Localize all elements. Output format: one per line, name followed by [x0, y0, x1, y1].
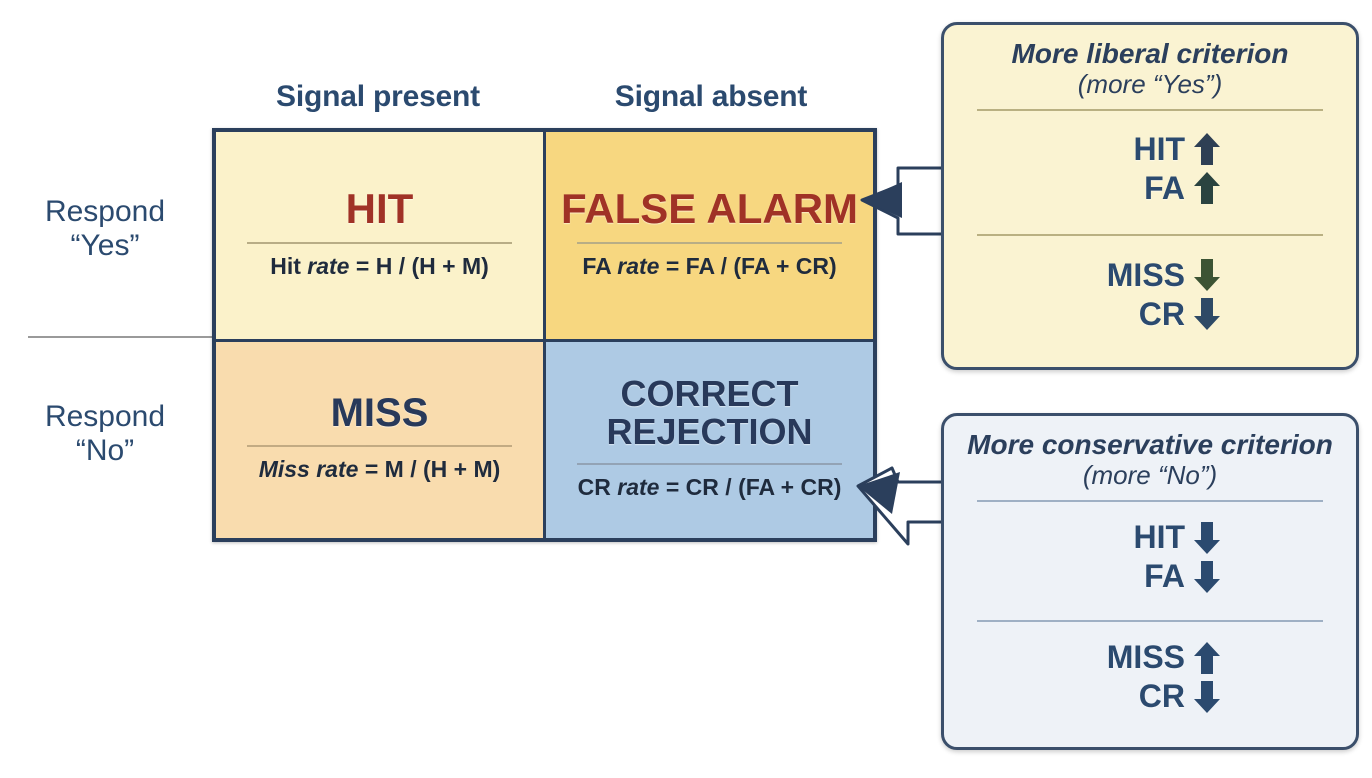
metric-row: CR — [962, 678, 1338, 715]
cell-formula-fa-italic: rate — [617, 252, 660, 279]
metric-row: CR — [962, 296, 1338, 333]
callout-conservative-group-top: HIT FA — [962, 504, 1338, 611]
metric-label-cr: CR — [1138, 678, 1185, 715]
row-header-respond-no-line1: Respond — [44, 400, 166, 433]
cell-rule-hit — [247, 241, 512, 244]
callout-liberal-subtitle: (more “Yes”) — [1077, 68, 1223, 99]
cell-rule-correct-rejection — [577, 462, 842, 465]
callout-liberal-rule-top — [977, 108, 1323, 111]
cell-formula-cr-prefix: CR — [577, 473, 618, 500]
cell-title-cr-line2: REJECTION — [606, 411, 813, 452]
row-header-respond-yes-line2: “Yes” — [70, 229, 140, 263]
cell-hit[interactable]: HIT Hit rate = H / (H + M) — [216, 132, 543, 339]
callout-conservative-group-bottom: MISS CR — [962, 624, 1338, 731]
metric-label-fa: FA — [1144, 169, 1185, 206]
metric-row: MISS — [962, 257, 1338, 294]
cell-formula-hit: Hit rate = H / (H + M) — [270, 253, 489, 280]
callout-liberal-group-top: HIT FA — [962, 113, 1338, 226]
row-header-respond-no: Respond “No” — [5, 400, 205, 468]
callout-liberal-criterion[interactable]: More liberal criterion (more “Yes”) HIT … — [941, 22, 1359, 370]
metric-label-cr: CR — [1138, 295, 1185, 332]
row-header-respond-yes: Respond “Yes” — [5, 195, 205, 263]
cell-miss[interactable]: MISS Miss rate = M / (H + M) — [216, 342, 543, 538]
callout-conservative-title: More conservative criterion — [967, 429, 1333, 460]
row-header-respond-no-line2: “No” — [75, 434, 135, 468]
metric-row: FA — [962, 558, 1338, 595]
cell-title-hit: HIT — [345, 184, 414, 232]
callout-liberal-group-bottom: MISS CR — [962, 238, 1338, 351]
cell-formula-false-alarm: FA rate = FA / (FA + CR) — [582, 253, 836, 280]
cell-formula-hit-italic: rate — [307, 252, 350, 279]
callout-liberal-rule-middle — [977, 234, 1323, 237]
cell-title-cr-line1: CORRECT — [620, 373, 799, 415]
cell-rule-miss — [247, 445, 512, 447]
row-header-respond-yes-line1: Respond — [44, 195, 166, 228]
metric-label-miss: MISS — [1106, 256, 1185, 293]
cell-formula-cr-suffix: = CR / (FA + CR) — [659, 473, 842, 500]
arrow-up-icon — [1193, 641, 1221, 675]
arrow-down-icon — [1193, 560, 1221, 594]
arrow-down-icon — [1193, 521, 1221, 555]
callout-conservative-subtitle: (more “No”) — [1082, 459, 1218, 490]
connector-arrow-liberal-icon — [858, 160, 958, 240]
cell-formula-miss-prefix: Miss — [258, 456, 317, 482]
outcome-matrix: HIT Hit rate = H / (H + M) FALSE ALARM F… — [212, 128, 877, 542]
cell-formula-correct-rejection: CR rate = CR / (FA + CR) — [578, 474, 842, 501]
cell-formula-hit-suffix: = H / (H + M) — [349, 252, 489, 279]
cell-formula-miss-italic: rate — [316, 456, 359, 482]
cell-formula-miss-suffix: = M / (H + M) — [358, 456, 501, 482]
cell-rule-false-alarm — [577, 241, 842, 244]
column-header-signal-absent: Signal absent — [614, 80, 808, 113]
arrow-down-icon — [1193, 258, 1221, 292]
metric-row: MISS — [962, 639, 1338, 676]
cell-formula-cr-italic: rate — [617, 473, 660, 500]
callout-conservative-criterion[interactable]: More conservative criterion (more “No”) … — [941, 413, 1359, 750]
arrow-down-icon — [1193, 297, 1221, 331]
cell-formula-fa-prefix: FA — [582, 252, 618, 279]
cell-formula-fa-suffix: = FA / (FA + CR) — [659, 252, 837, 279]
row-divider-line — [28, 336, 214, 338]
metric-row: FA — [962, 170, 1338, 207]
callout-conservative-rule-top — [977, 499, 1323, 502]
metric-row: HIT — [962, 519, 1338, 556]
cell-formula-hit-prefix: Hit — [270, 252, 308, 279]
metric-label-miss: MISS — [1106, 639, 1185, 676]
cell-formula-miss: Miss rate = M / (H + M) — [259, 456, 501, 483]
callout-conservative-rule-middle — [977, 619, 1323, 622]
arrow-down-icon — [1193, 680, 1221, 714]
arrow-up-icon — [1193, 132, 1221, 166]
cell-title-correct-rejection: CORRECT REJECTION — [606, 375, 812, 451]
metric-label-hit: HIT — [1133, 519, 1185, 556]
cell-false-alarm[interactable]: FALSE ALARM FA rate = FA / (FA + CR) — [546, 132, 873, 339]
cell-correct-rejection[interactable]: CORRECT REJECTION CR rate = CR / (FA + C… — [546, 342, 873, 538]
callout-liberal-title: More liberal criterion — [1011, 38, 1289, 69]
cell-title-miss: MISS — [330, 391, 429, 435]
column-header-signal-present: Signal present — [276, 80, 480, 113]
metric-label-fa: FA — [1144, 558, 1185, 595]
cell-title-false-alarm: FALSE ALARM — [560, 184, 859, 232]
metric-label-hit: HIT — [1133, 130, 1185, 167]
arrow-up-icon — [1193, 171, 1221, 205]
metric-row: HIT — [962, 131, 1338, 168]
